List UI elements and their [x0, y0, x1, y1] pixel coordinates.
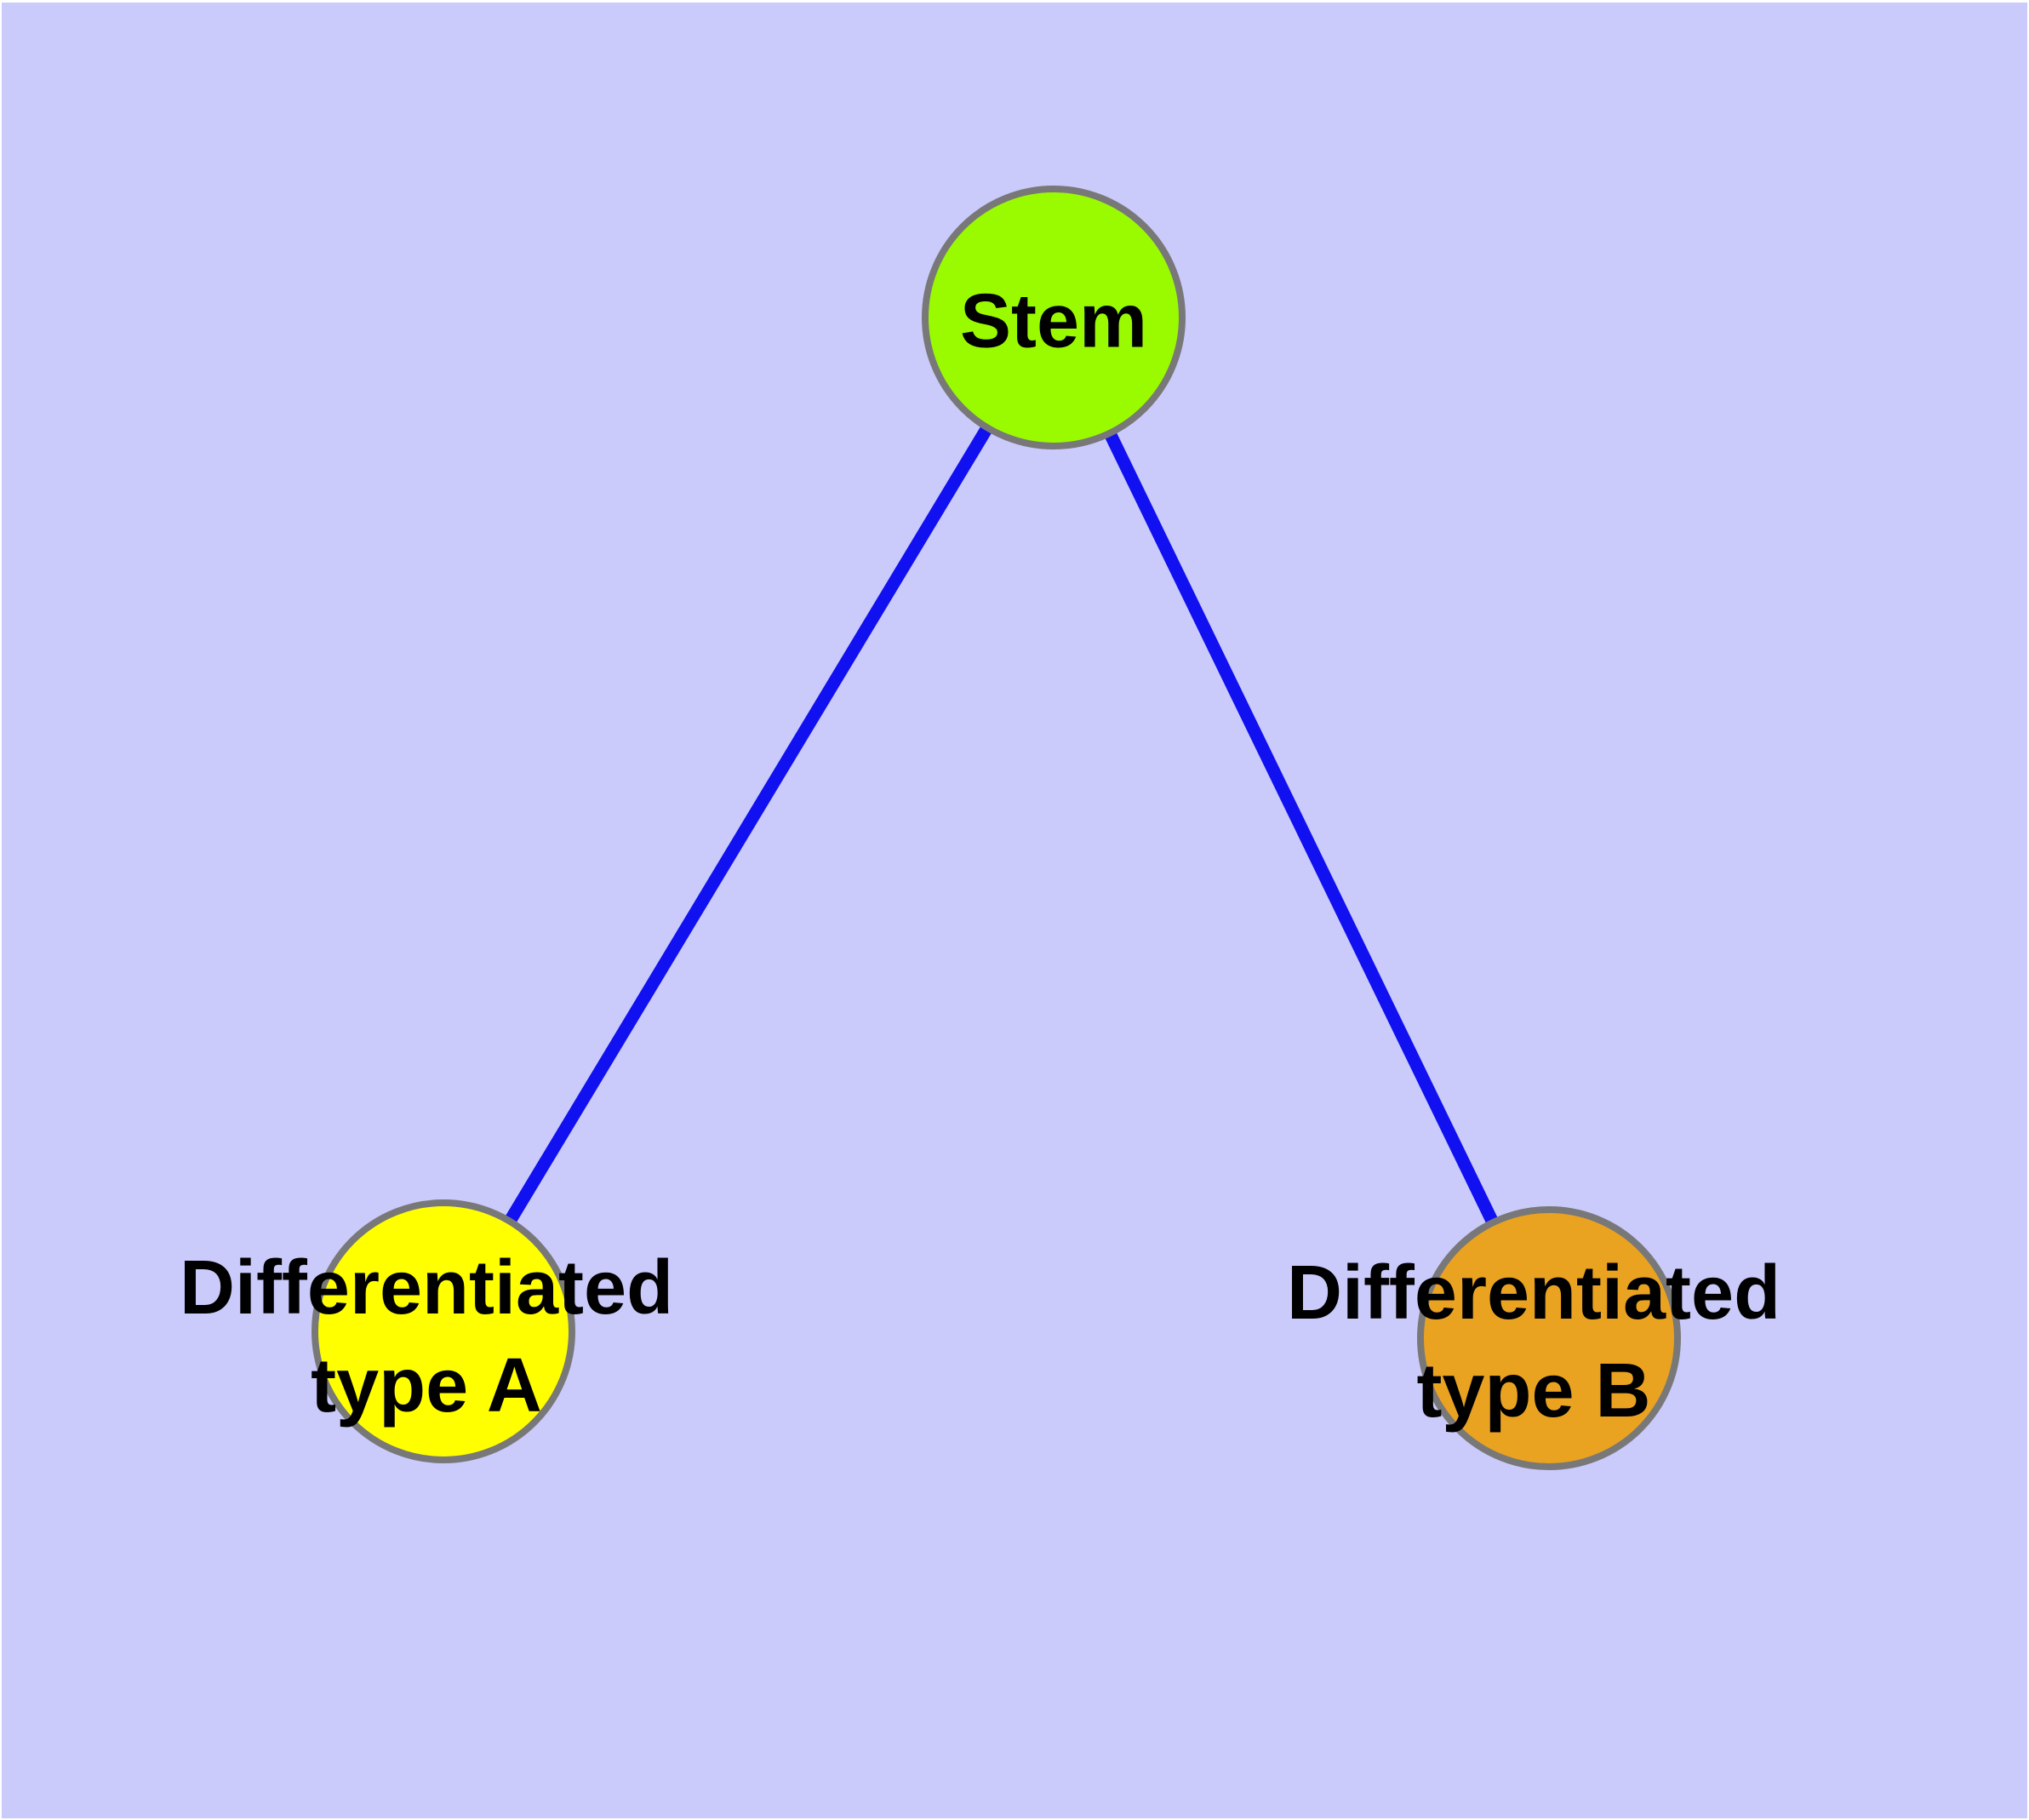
- diagram-canvas: Stem Differentiated type A Differentiate…: [2, 3, 2027, 1818]
- graph-svg: [311, 186, 1681, 1470]
- stem-node-circle: [922, 186, 1186, 449]
- type-a-label-line-1: Differentiated: [179, 1245, 674, 1331]
- differentiated-type-a-node-label: Differentiated type A: [180, 1239, 673, 1435]
- stem-label-line-1: Stem: [959, 278, 1148, 364]
- differentiated-type-b-node-circle: [1417, 1206, 1681, 1470]
- edge-stem-to-differentiated-type-b: [1048, 314, 1555, 1342]
- type-b-label-line-2: type B: [1416, 1348, 1651, 1434]
- differentiated-type-a-node-circle: [311, 1199, 575, 1463]
- stem-node-label: Stem: [960, 273, 1147, 371]
- differentiated-type-b-node-label: Differentiated type B: [1287, 1245, 1780, 1440]
- edge-stem-to-differentiated-type-a: [437, 314, 1060, 1335]
- type-a-label-line-2: type A: [311, 1343, 542, 1428]
- type-b-label-line-1: Differentiated: [1286, 1251, 1781, 1336]
